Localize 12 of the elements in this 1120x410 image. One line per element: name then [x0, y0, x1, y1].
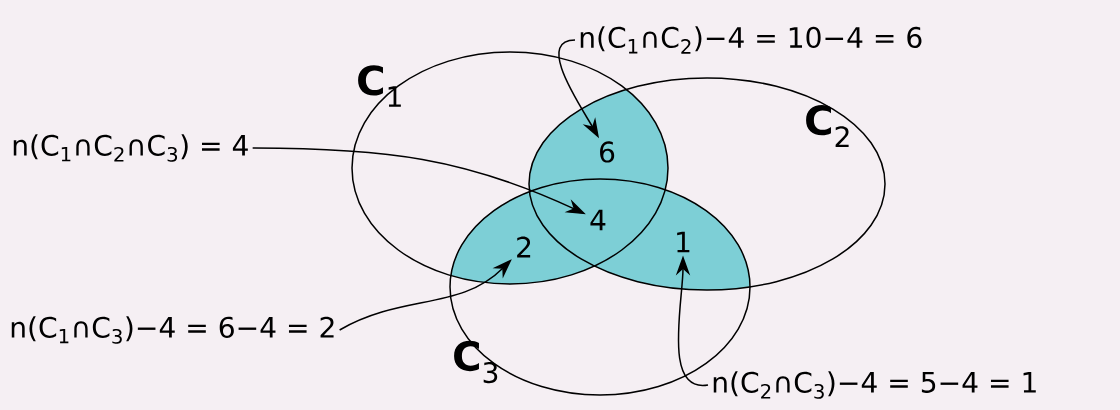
region-count: 4 — [590, 209, 606, 231]
set-label: C$_{1}$ — [358, 65, 401, 107]
set-label: C$_{3}$ — [454, 340, 498, 384]
region-count: 2 — [517, 236, 531, 258]
region-count: 1 — [677, 231, 690, 253]
set-label: C$_{2}$ — [806, 104, 849, 148]
formula-label: n(C$_{1}$∩C$_{2}$)−4 = 10−4 = 6 — [580, 26, 922, 54]
formula-label: n(C$_{1}$∩C$_{2}$∩C$_{3}$) = 4 — [13, 134, 248, 162]
formula-label: n(C$_{1}$∩C$_{3}$)−4 = 6−4 = 2 — [11, 316, 334, 344]
formula-label: n(C$_{2}$∩C$_{3}$)−4 = 5−4 = 1 — [713, 371, 1036, 399]
region-count: 6 — [600, 141, 615, 163]
arrow — [338, 259, 512, 331]
